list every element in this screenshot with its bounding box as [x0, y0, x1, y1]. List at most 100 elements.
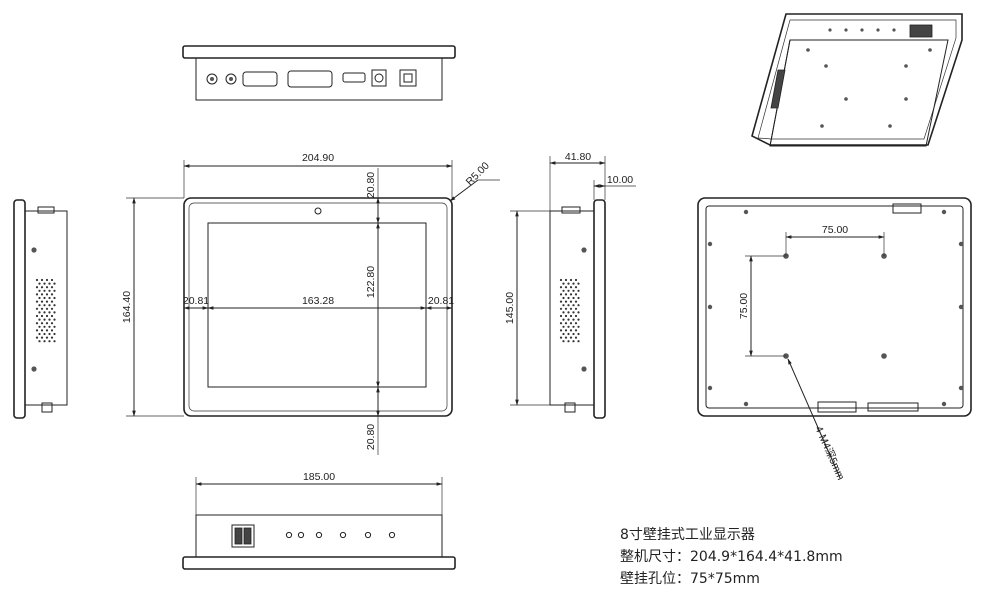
vent-hole [567, 332, 570, 336]
vent-hole [45, 322, 49, 325]
spec-size: 整机尺寸：204.9*164.4*41.8mm [620, 549, 843, 565]
vent-hole [567, 289, 570, 292]
vent-hole [564, 293, 568, 296]
vent-hole [50, 286, 54, 289]
vent-hole [38, 289, 41, 292]
vent-hole [38, 311, 41, 314]
vent-hole [50, 336, 54, 339]
vent-hole [48, 296, 51, 300]
vent-hole [569, 286, 573, 289]
dvi-port [287, 70, 333, 88]
vent-hole [53, 340, 56, 343]
vent-hole [38, 282, 41, 285]
vent-hole [43, 332, 46, 336]
vent-hole [48, 282, 51, 285]
vent-hole [50, 314, 54, 318]
vent-hole [50, 278, 54, 282]
vent-hole [50, 300, 54, 303]
vent-hole [559, 314, 563, 318]
vent-hole [50, 293, 54, 296]
vent-hole [53, 289, 56, 292]
vent-hole [572, 311, 575, 314]
front-bezel [183, 197, 453, 417]
vent-hole [53, 332, 56, 336]
vent-hole [564, 278, 568, 282]
vent-hole [574, 322, 578, 325]
vent-hole [562, 318, 565, 321]
vent-hole [35, 307, 39, 310]
vent-hole [50, 307, 54, 310]
screen-area [207, 222, 427, 388]
vent-hole [45, 329, 49, 332]
vent-hole [43, 304, 46, 307]
vent-hole [569, 278, 573, 282]
vent-hole [564, 286, 568, 289]
vent-hole [562, 304, 565, 307]
vent-hole [40, 286, 44, 289]
vent-hole [559, 307, 563, 310]
vesa-hole [881, 353, 887, 359]
dim-screw-note: 4-M4深5mm [812, 424, 847, 482]
vent-hole [40, 293, 44, 296]
vent-hole [53, 304, 56, 307]
vent-hole [577, 296, 580, 300]
vent-hole [564, 307, 568, 310]
vent-hole [569, 307, 573, 310]
front-view [126, 160, 500, 455]
vent-hole [562, 296, 565, 300]
vent-hole [559, 336, 563, 339]
vent-hole [559, 286, 563, 289]
vent-hole [40, 329, 44, 332]
vent-hole [48, 304, 51, 307]
vent-hole [45, 300, 49, 303]
back-view [697, 197, 972, 479]
vent-hole [572, 318, 575, 321]
right-side-view [510, 156, 636, 419]
vent-hole [35, 329, 39, 332]
vent-hole [567, 296, 570, 300]
vent-hole [38, 296, 41, 300]
top-view [182, 45, 456, 101]
vent-hole [38, 304, 41, 307]
vent-hole [43, 311, 46, 314]
vent-hole [569, 322, 573, 325]
vent-hole [564, 329, 568, 332]
vent-hole [53, 325, 56, 328]
vent-hole [567, 325, 570, 328]
vent-hole [53, 311, 56, 314]
vent-hole [48, 311, 51, 314]
vent-hole [569, 293, 573, 296]
vent-hole [48, 325, 51, 328]
dc-port [371, 69, 387, 87]
vent-hole [43, 325, 46, 328]
dim-screen-height: 122.80 [365, 266, 377, 298]
vent-hole [40, 307, 44, 310]
vent-hole [574, 278, 578, 282]
vent-hole [45, 336, 49, 339]
vent-hole [574, 329, 578, 332]
left-side-view [13, 199, 68, 419]
dim-screen-width: 163.28 [302, 295, 334, 307]
dim-top-bezel: 20.80 [365, 172, 377, 198]
vent-hole [574, 336, 578, 339]
vent-hole [53, 296, 56, 300]
vent-hole [38, 318, 41, 321]
vent-hole [577, 282, 580, 285]
vent-hole [564, 322, 568, 325]
vent-hole [577, 311, 580, 314]
vent-hole [45, 293, 49, 296]
vent-hole [43, 340, 46, 343]
vent-hole [38, 325, 41, 328]
vent-hole [572, 340, 575, 343]
spec-vesa: 壁挂孔位：75*75mm [620, 571, 760, 587]
dim-bottom-bezel: 20.80 [365, 424, 377, 450]
dim-corner-radius: R5.00 [464, 160, 492, 188]
vent-hole [53, 282, 56, 285]
vent-hole [572, 282, 575, 285]
vent-hole [35, 336, 39, 339]
vent-hole [567, 340, 570, 343]
vent-hole [35, 286, 39, 289]
vent-hole [45, 314, 49, 318]
vent-hole [35, 314, 39, 318]
vent-hole [574, 286, 578, 289]
